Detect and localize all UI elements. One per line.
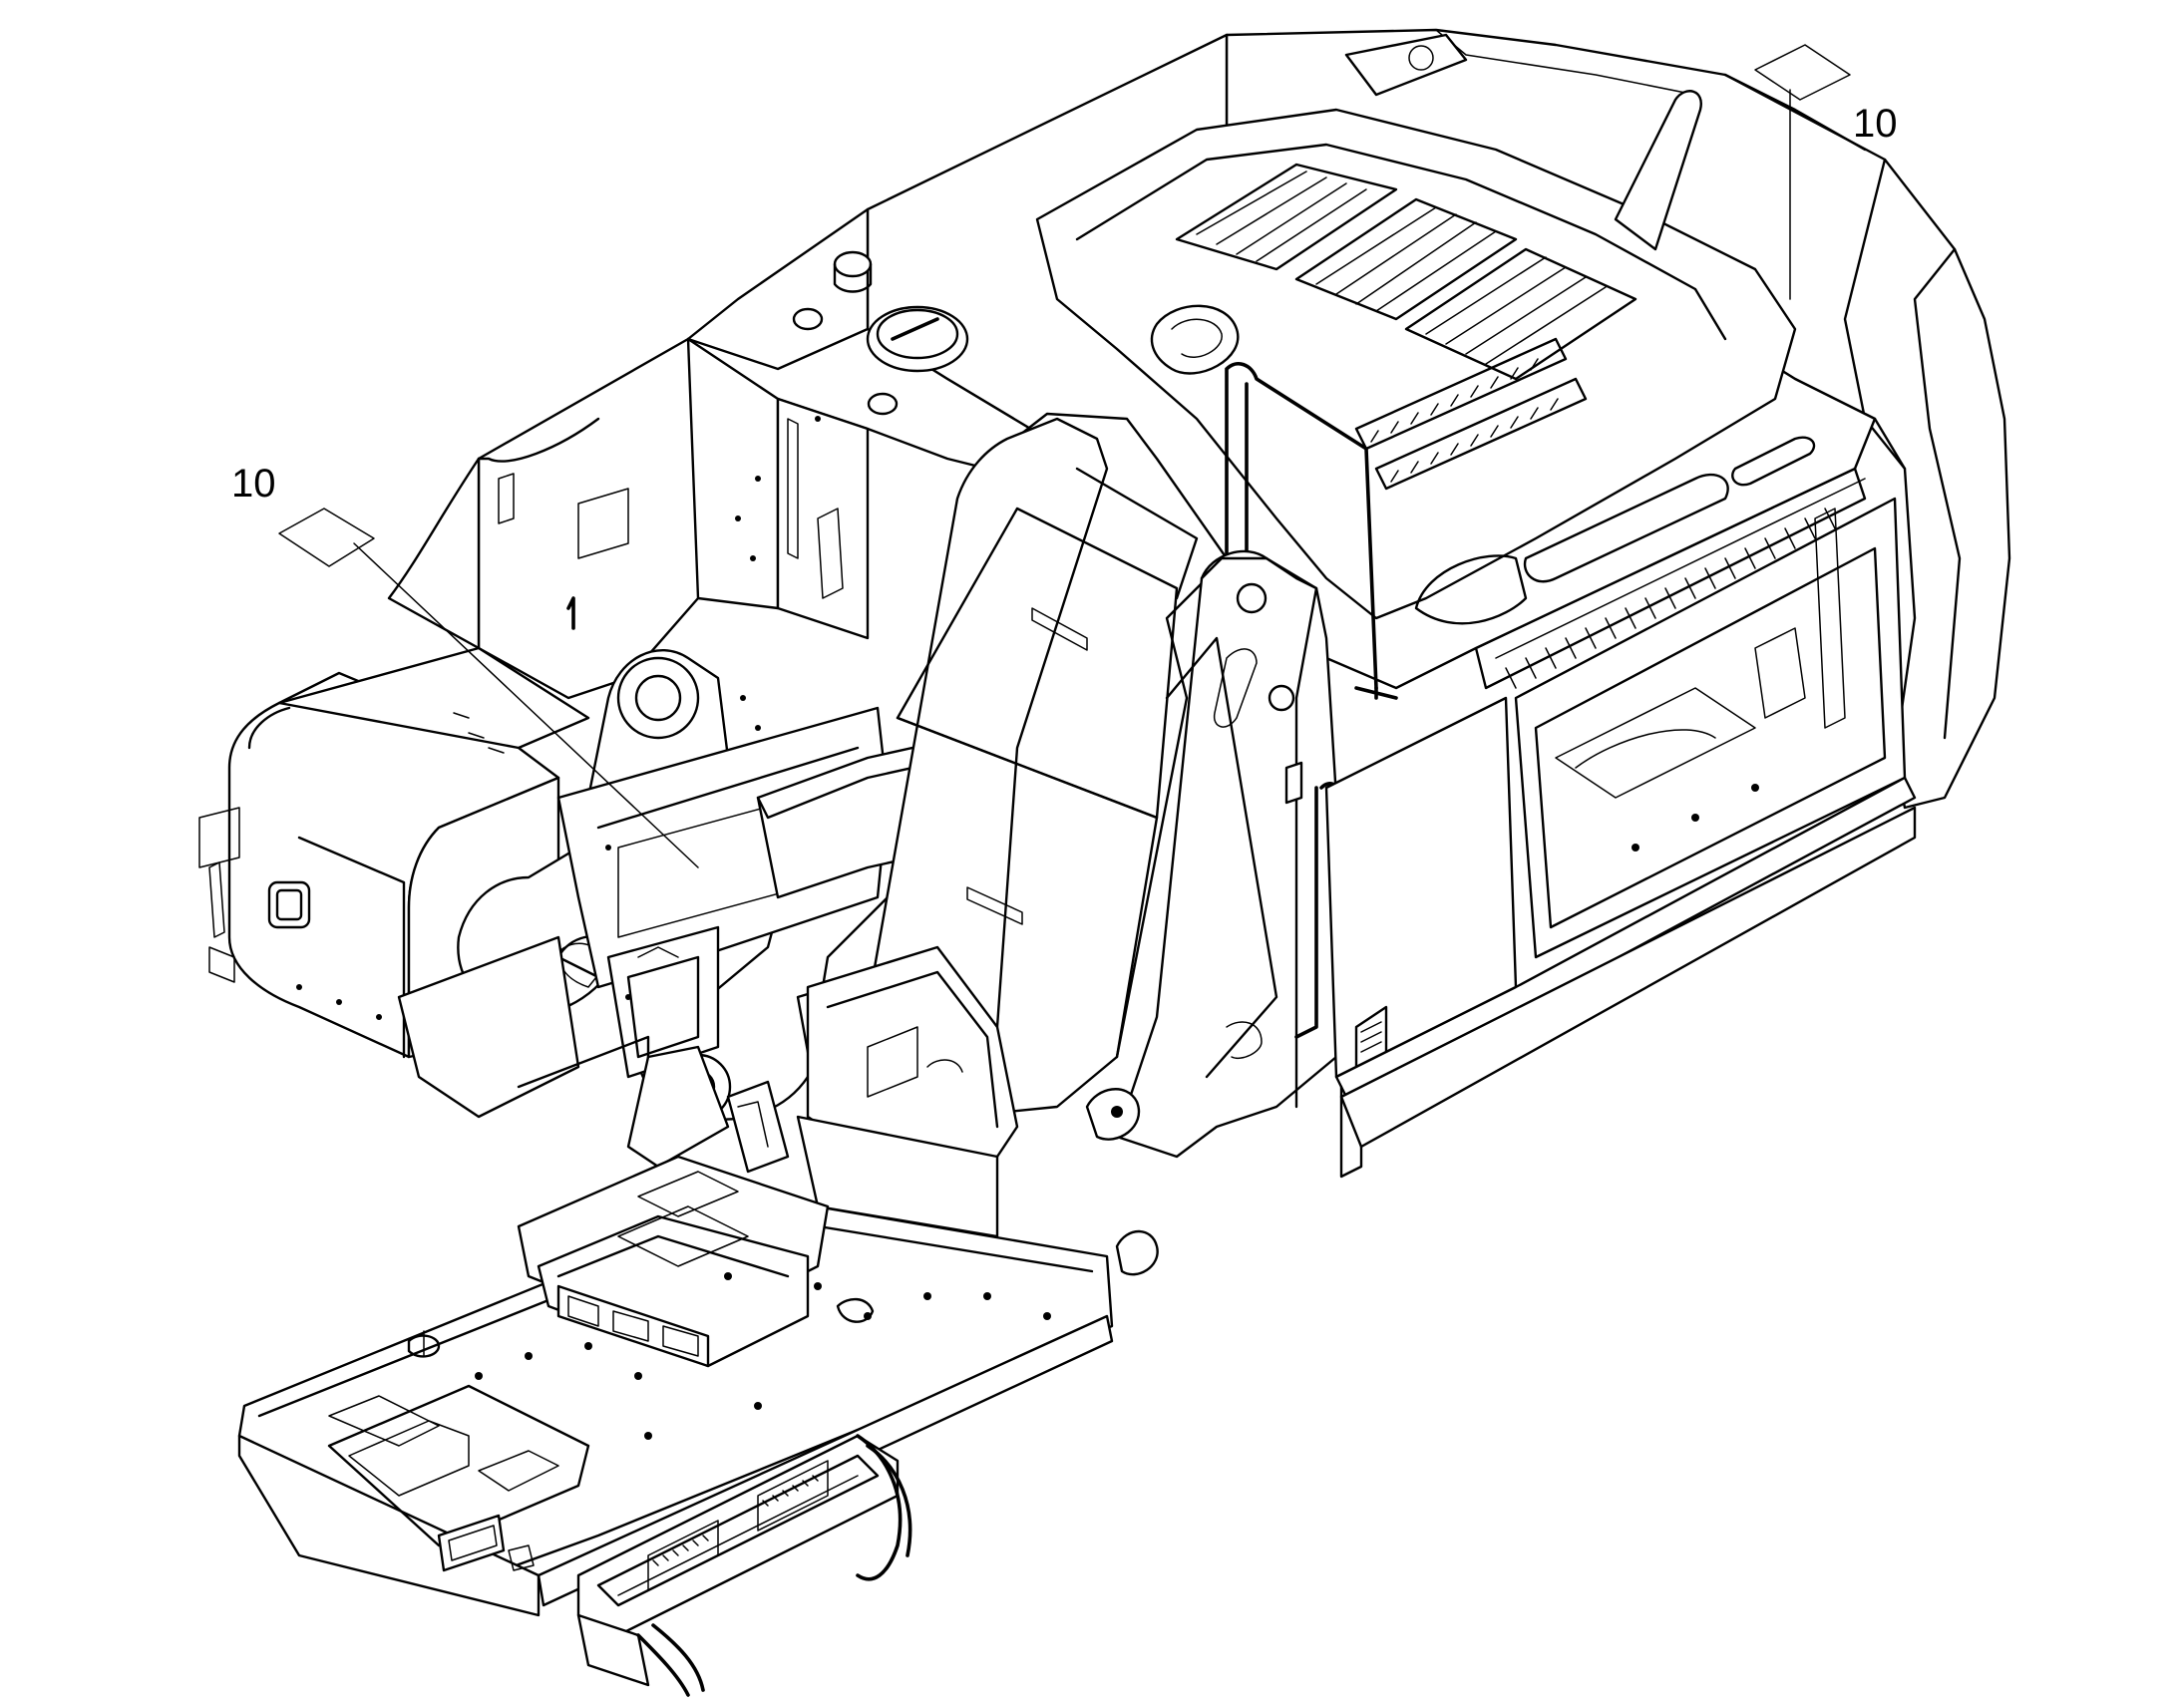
side-step	[576, 1434, 912, 1697]
right-side-door	[1324, 696, 1917, 1179]
base-frame	[397, 935, 730, 1169]
callout-right-number: 10	[1853, 102, 1898, 146]
cab-frame	[866, 412, 1343, 1276]
lock-handle	[267, 880, 311, 929]
left-deck	[686, 207, 1049, 640]
callout-left-leader	[353, 542, 699, 868]
fuel-cap	[866, 305, 969, 373]
front-louvers	[1354, 337, 1588, 491]
callout-left: 10	[231, 462, 699, 868]
seat-base	[726, 945, 1019, 1238]
callout-right: 10	[1754, 44, 1898, 300]
controller-box	[517, 1155, 875, 1368]
callout-left-marker	[278, 508, 375, 567]
step-panel	[437, 1514, 535, 1572]
top-vent-louvers	[1175, 163, 1637, 381]
callout-left-number: 10	[231, 462, 276, 506]
callout-right-marker	[1754, 44, 1851, 101]
